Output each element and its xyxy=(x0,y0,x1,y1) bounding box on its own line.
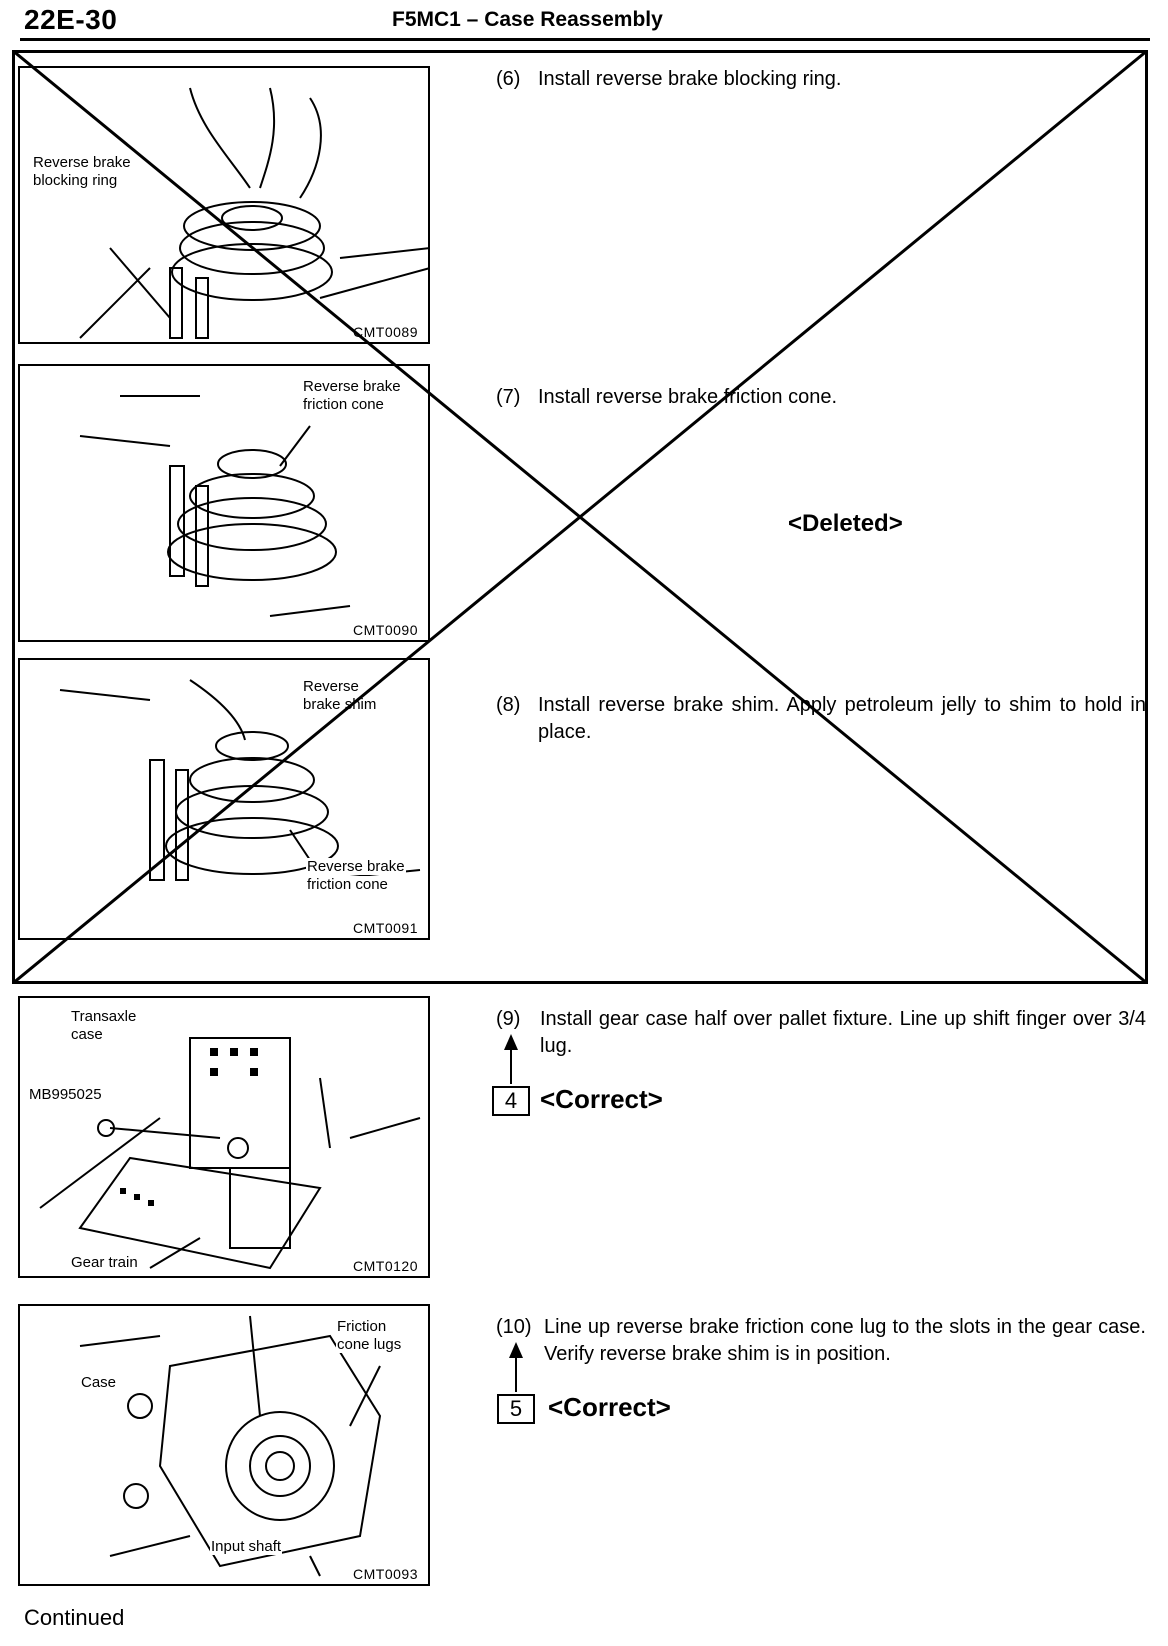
deleted-section-frame xyxy=(12,50,1148,984)
deletion-cross xyxy=(12,50,1148,984)
step-text: Install reverse brake friction cone. xyxy=(538,386,838,408)
step-8-text: Install reverse brake shim. Apply petrol… xyxy=(538,694,1146,743)
revision-leader-line xyxy=(515,1356,517,1392)
continued-label: Continued xyxy=(24,1605,125,1630)
figure-label: Reverse brake xyxy=(306,858,406,875)
step-10-text: Line up reverse brake friction cone lug … xyxy=(544,1316,1146,1365)
figure-label: Reverse xyxy=(302,678,360,695)
figure-label: MB995025 xyxy=(28,1086,103,1103)
figure-label: friction cone xyxy=(302,396,385,413)
step-9-number: (9) xyxy=(496,1008,521,1030)
revision-correct-label: <Correct> xyxy=(548,1392,671,1422)
revision-box: 5 xyxy=(497,1394,535,1424)
revision-arrow-icon xyxy=(509,1342,523,1358)
figure-illustration xyxy=(79,87,428,339)
figure-label: Gear train xyxy=(70,1254,139,1271)
step-8-number: (8) xyxy=(496,694,521,716)
figure-illustration xyxy=(79,395,351,617)
step-7: (7) Install reverse brake friction cone. xyxy=(496,384,1146,410)
figure-reverse-brake-shim: Reverse brake shim Reverse brake frictio… xyxy=(18,658,430,940)
figure-label: Friction xyxy=(336,1318,388,1335)
figure-illustration xyxy=(39,1037,421,1270)
figure-gear-case-pallet-fixture: Transaxle case MB995025 Gear train CMT01… xyxy=(18,996,430,1278)
page-number: 22E-30 xyxy=(24,4,118,35)
cross-line-up xyxy=(12,50,1148,984)
figure-friction-cone-lugs: Friction cone lugs Case Input shaft CMT0… xyxy=(18,1304,430,1586)
figure-label: Reverse brake xyxy=(302,378,402,395)
figure-code: CMT0089 xyxy=(351,324,420,340)
header-rule xyxy=(20,38,1150,41)
figure-label: Input shaft xyxy=(210,1538,283,1555)
step-6: (6) Install reverse brake blocking ring. xyxy=(496,66,1146,92)
figure-label: Case xyxy=(80,1374,118,1391)
deleted-mark: <Deleted> xyxy=(788,510,903,537)
step-9-text: Install gear case half over pallet fixtu… xyxy=(540,1008,1146,1057)
figure-label: Reverse brake xyxy=(32,154,132,171)
figure-label: blocking ring xyxy=(32,172,119,189)
figure-code: CMT0120 xyxy=(351,1258,420,1274)
page-title: F5MC1 – Case Reassembly xyxy=(392,8,663,31)
revision-correct-label: <Correct> xyxy=(540,1084,663,1114)
figure-label: cone lugs xyxy=(336,1336,403,1353)
step-number: (6) xyxy=(496,68,521,90)
figure-label: Transaxle xyxy=(70,1008,138,1025)
step-10-number: (10) xyxy=(496,1316,532,1338)
figure-label: friction cone xyxy=(306,876,389,893)
figure-illustration xyxy=(79,1315,382,1577)
figure-label: case xyxy=(70,1026,104,1043)
step-number: (7) xyxy=(496,386,521,408)
revision-arrow-icon xyxy=(504,1034,518,1050)
figure-reverse-brake-friction-cone: Reverse brake friction cone CMT0090 xyxy=(18,364,430,642)
figure-code: CMT0090 xyxy=(351,622,420,638)
figure-code: CMT0091 xyxy=(351,920,420,936)
revision-leader-line xyxy=(510,1048,512,1084)
revision-box: 4 xyxy=(492,1086,530,1116)
figure-code: CMT0093 xyxy=(351,1566,420,1582)
step-text: Install reverse brake blocking ring. xyxy=(538,68,842,90)
